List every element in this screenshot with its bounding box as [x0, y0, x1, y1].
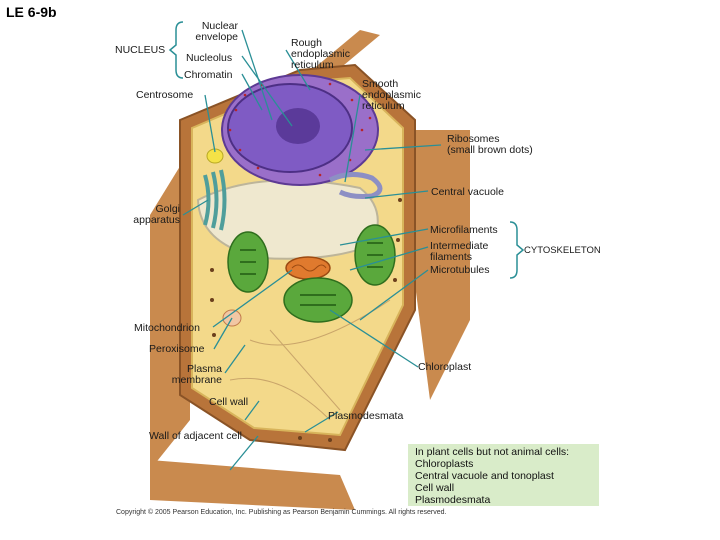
- cytoskeleton-bracket: [509, 221, 525, 279]
- note-item: Chloroplasts: [415, 458, 474, 470]
- label-microfilaments: Microfilaments: [430, 224, 498, 236]
- label-mitochondrion: Mitochondrion: [134, 322, 200, 334]
- thylakoid-stacks: [240, 242, 383, 306]
- label-intermediate-filaments: Intermediate filaments: [430, 240, 489, 263]
- label-ribosomes: Ribosomes (small brown dots): [447, 133, 533, 156]
- label-wall-of-adjacent-cell: Wall of adjacent cell: [149, 430, 242, 442]
- note-item: Central vacuole and tonoplast: [415, 470, 554, 482]
- label-chromatin: Chromatin: [184, 69, 233, 81]
- nucleolus: [276, 108, 320, 144]
- copyright-line: Copyright © 2005 Pearson Education, Inc.…: [116, 509, 447, 516]
- label-plasma-membrane: Plasma membrane: [171, 363, 222, 386]
- note-heading: In plant cells but not animal cells:: [415, 446, 570, 458]
- label-rough-er: Rough endoplasmic reticulum: [291, 37, 350, 71]
- label-peroxisome: Peroxisome: [149, 343, 205, 355]
- label-nucleolus: Nucleolus: [186, 52, 233, 64]
- nucleus-bracket: [168, 21, 184, 79]
- slide-title: LE 6-9b: [6, 4, 57, 20]
- plant-only-note: In plant cells but not animal cells: Chl…: [408, 444, 599, 506]
- label-plasmodesmata: Plasmodesmata: [328, 410, 404, 422]
- chloroplast-3: [283, 277, 353, 323]
- label-microtubules: Microtubules: [430, 264, 490, 276]
- adjacent-wall-bottom: [150, 460, 355, 510]
- label-golgi: Golgi apparatus: [133, 203, 180, 226]
- label-nuclear-envelope: Nuclear envelope: [195, 20, 238, 43]
- label-centrosome: Centrosome: [136, 89, 194, 101]
- mitochondrion-cristae: [291, 264, 327, 272]
- label-smooth-er: Smooth endoplasmic reticulum: [362, 78, 421, 112]
- label-cell-wall: Cell wall: [209, 396, 249, 408]
- note-item: Cell wall: [415, 482, 455, 494]
- label-cytoskeleton: CYTOSKELETON: [524, 245, 601, 256]
- label-central-vacuole: Central vacuole: [431, 186, 504, 198]
- label-chloroplast: Chloroplast: [418, 361, 472, 373]
- golgi-apparatus: [203, 169, 227, 231]
- smooth-er: [328, 172, 383, 199]
- brackets: [168, 21, 525, 279]
- leader-lines: [182, 29, 442, 471]
- note-item: Plasmodesmata: [415, 494, 491, 506]
- label-nucleus: NUCLEUS: [115, 44, 166, 56]
